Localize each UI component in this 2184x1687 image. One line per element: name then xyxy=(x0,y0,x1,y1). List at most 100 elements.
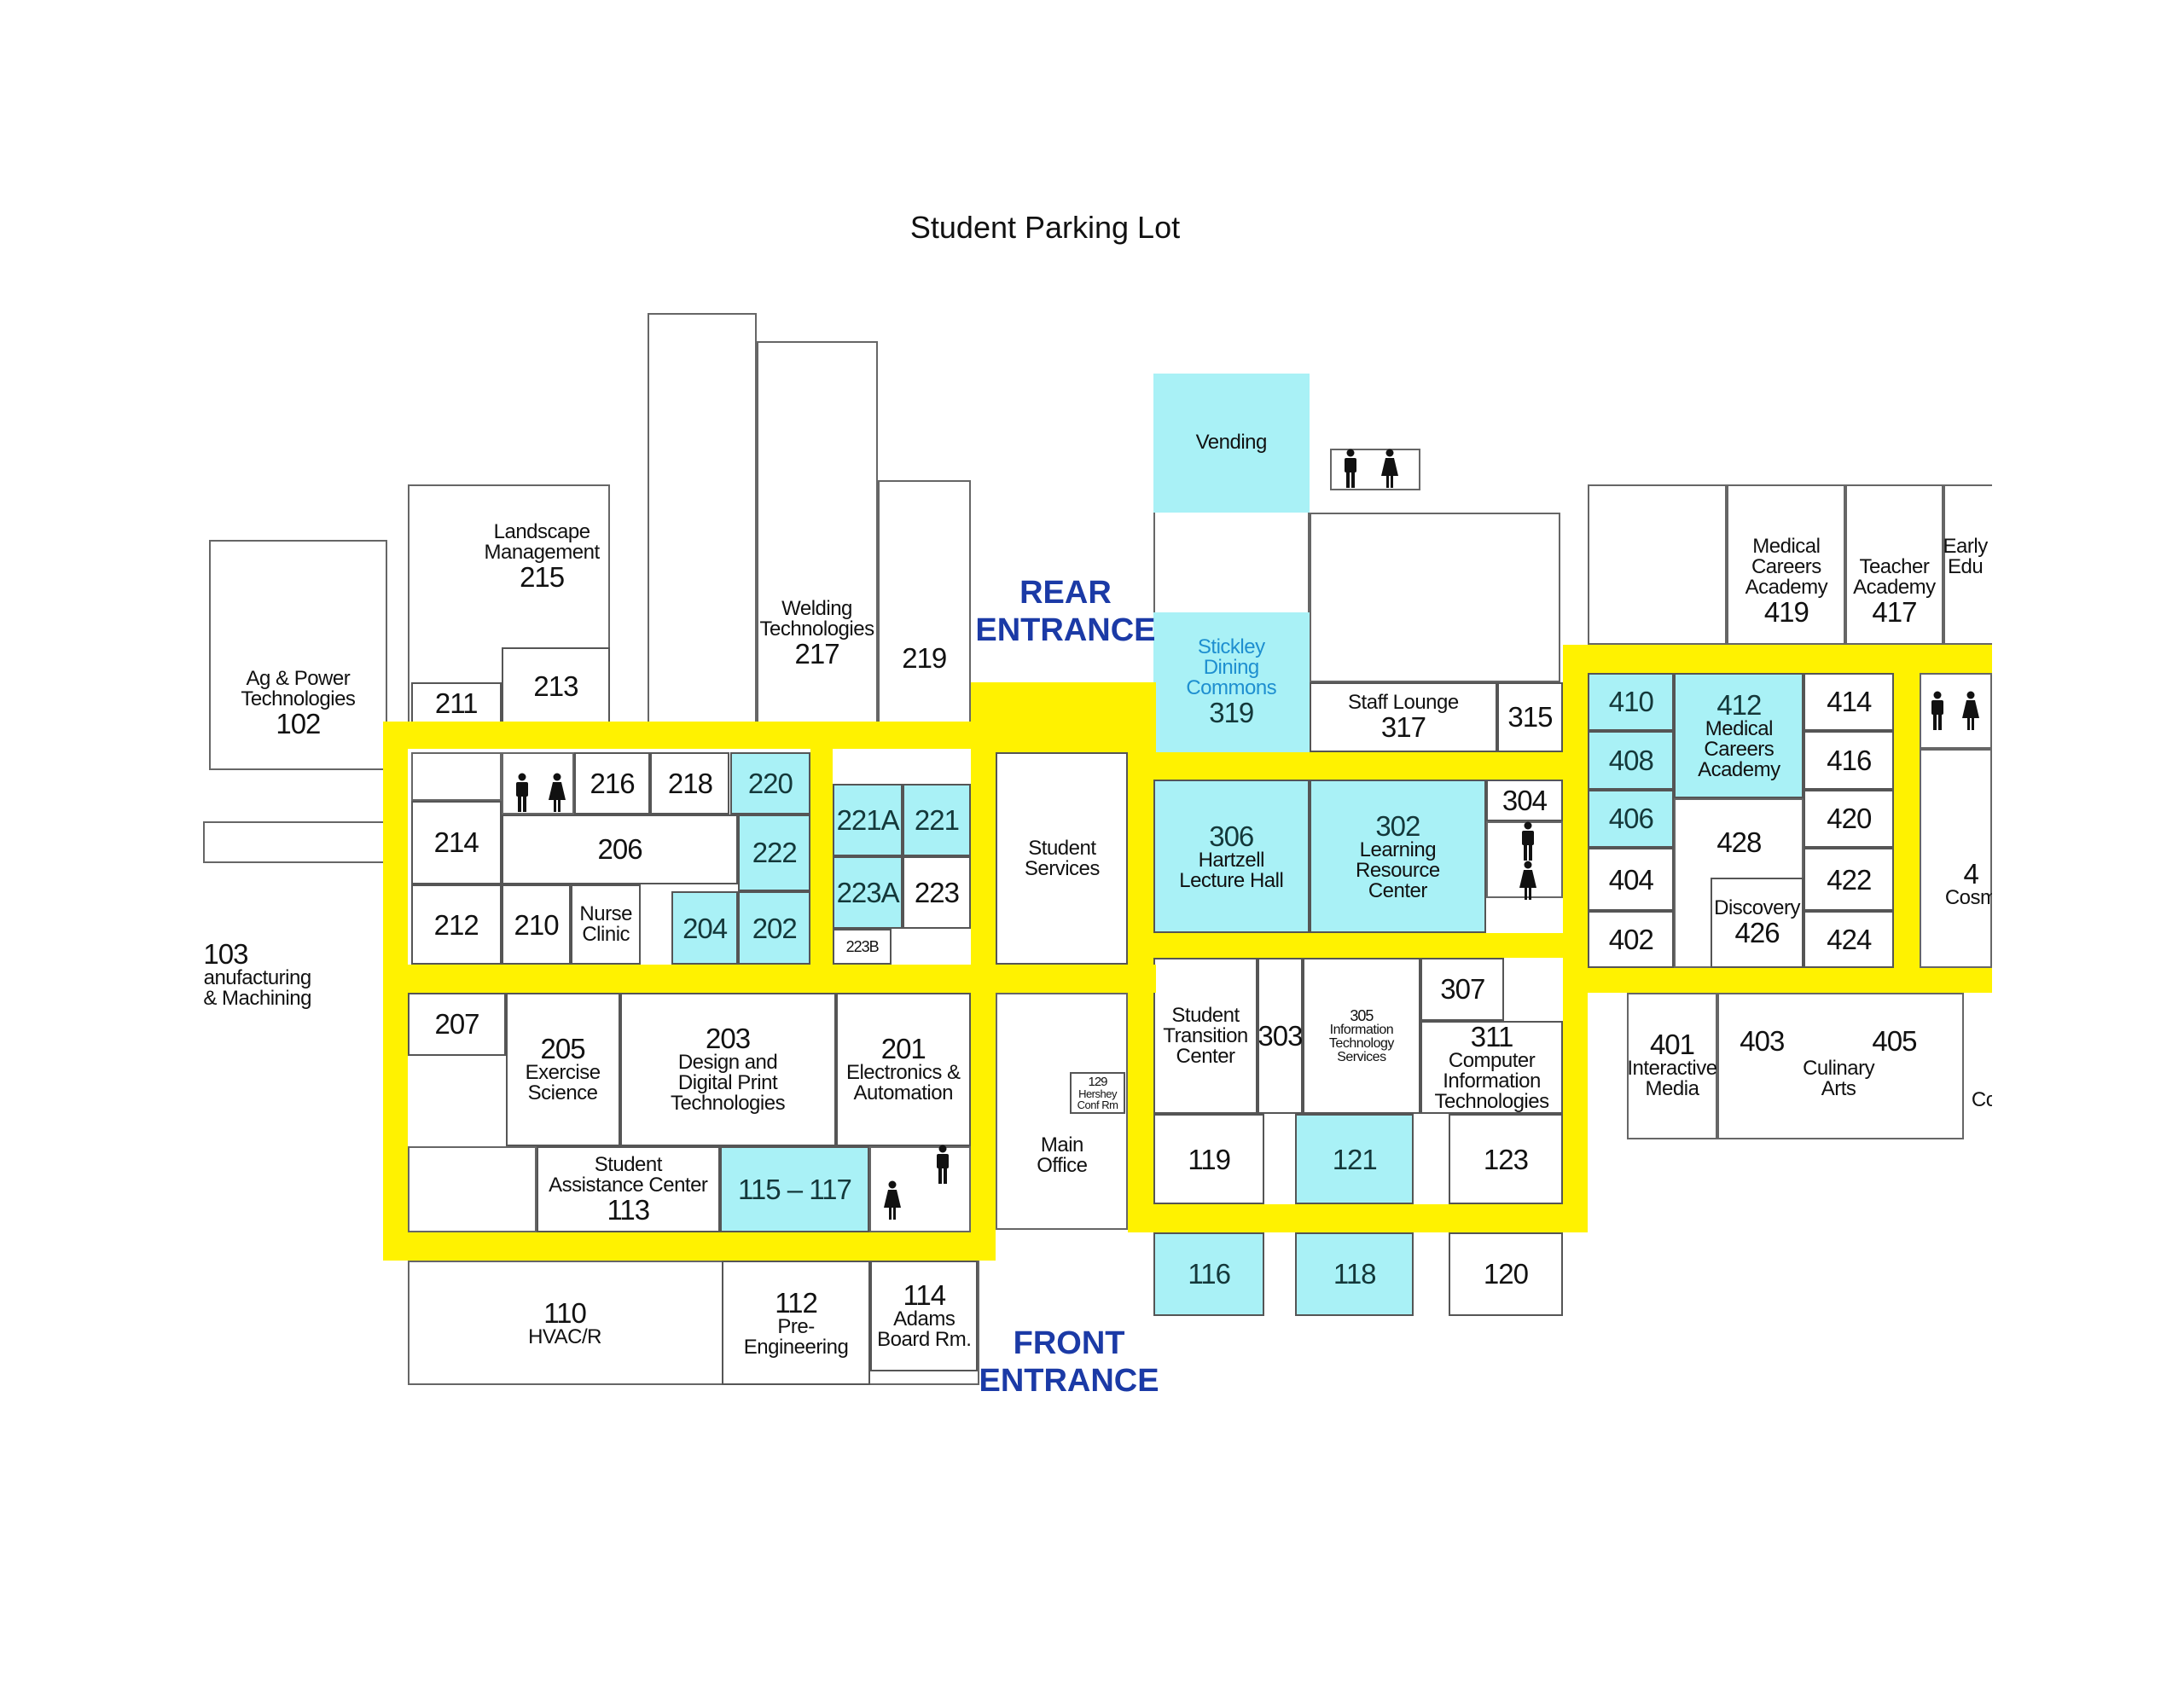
room-number: 102 xyxy=(276,707,321,739)
wall xyxy=(408,1145,537,1232)
room-428: 428 xyxy=(1674,815,1804,870)
route-segment xyxy=(382,721,996,750)
room-223B: 223B xyxy=(833,928,892,965)
room-218: 218 xyxy=(650,751,730,815)
room-number: 220 xyxy=(747,767,793,799)
room-name: anufacturing & Machining xyxy=(203,966,311,1011)
front-entrance-label: FRONT ENTRANCE xyxy=(979,1325,1159,1399)
room-212: 212 xyxy=(410,884,502,965)
room-name: Discovery xyxy=(1714,896,1800,920)
wall xyxy=(1588,484,1728,645)
room-co: Co xyxy=(1966,1079,1992,1121)
room-name: Exercise Science xyxy=(525,1061,601,1105)
room-219: 219 xyxy=(878,634,971,682)
room-name: Learning Resource Center xyxy=(1356,838,1440,902)
room-number: 206 xyxy=(597,833,642,866)
wall xyxy=(203,821,385,864)
men-restroom-icon xyxy=(1521,821,1534,861)
women-restroom-icon xyxy=(548,773,566,813)
room-211: 211 xyxy=(410,682,502,724)
wall xyxy=(1626,993,1718,1139)
room-408: 408 xyxy=(1588,731,1675,790)
room-number: 410 xyxy=(1608,686,1654,718)
room-307: 307 xyxy=(1420,958,1505,1021)
room-221A: 221A xyxy=(833,784,903,857)
route-segment xyxy=(1128,932,1589,959)
room-number: 204 xyxy=(682,912,728,944)
room-number: 213 xyxy=(533,670,578,702)
room-number: 414 xyxy=(1827,686,1872,718)
room-402: 402 xyxy=(1588,910,1675,968)
room-name: Landscape Management xyxy=(484,519,601,564)
room-number: 212 xyxy=(433,908,479,941)
wall xyxy=(408,1260,979,1386)
room-number: 218 xyxy=(667,767,713,799)
room-210: 210 xyxy=(501,884,572,965)
room-404: 404 xyxy=(1588,848,1675,911)
room-416: 416 xyxy=(1804,731,1895,790)
route-segment xyxy=(1562,644,1992,673)
room-121: 121 xyxy=(1295,1114,1414,1205)
room-number: 317 xyxy=(1380,711,1426,744)
room-name: Design and Digital Print Technologies xyxy=(670,1051,786,1116)
room-204: 204 xyxy=(671,890,739,965)
room-early-edu: Early Edu xyxy=(1943,522,1992,592)
room-number: 424 xyxy=(1827,923,1872,955)
room-number: 4 xyxy=(1963,858,1979,890)
route-segment xyxy=(810,721,834,965)
room-223: 223 xyxy=(902,856,971,929)
wall xyxy=(1717,993,1965,1139)
room-name: Culinary Arts xyxy=(1803,1057,1875,1101)
room-number: 404 xyxy=(1608,863,1654,896)
room-name: Electronics & Automation xyxy=(845,1061,961,1105)
room-number: 428 xyxy=(1716,826,1762,859)
room-number: 420 xyxy=(1827,803,1872,835)
room-number: 311 xyxy=(1470,1020,1514,1052)
room-216: 216 xyxy=(573,751,651,815)
wall xyxy=(1727,484,1846,645)
room-number: 401 xyxy=(1649,1029,1695,1061)
wall xyxy=(1845,484,1943,645)
room-414: 414 xyxy=(1804,672,1895,732)
room-name: Ag & Power Technologies xyxy=(241,666,356,710)
room-number: 115 – 117 xyxy=(737,1173,852,1205)
men-restroom-icon xyxy=(1931,691,1943,730)
room-214: 214 xyxy=(410,800,502,884)
room-number: 120 xyxy=(1483,1258,1529,1290)
room-name: Student Assistance Center xyxy=(549,1152,708,1197)
room-number: 303 xyxy=(1258,1020,1303,1052)
route-segment xyxy=(382,1232,996,1261)
room-222: 222 xyxy=(738,815,811,891)
women-restroom-icon xyxy=(1961,691,1979,730)
room-number: 202 xyxy=(752,912,798,944)
room-name: Medical Careers Academy xyxy=(1745,535,1828,600)
room-number: 112 xyxy=(775,1286,818,1319)
room-number: 315 xyxy=(1507,701,1553,733)
wall xyxy=(868,1145,971,1232)
room-number: 129 xyxy=(1088,1075,1108,1090)
room-number: 307 xyxy=(1440,973,1485,1006)
room-student-services: Student Services xyxy=(996,751,1129,965)
room-115–117: 115 – 117 xyxy=(720,1145,869,1232)
room-name: Welding Technologies xyxy=(759,597,874,641)
room-207: 207 xyxy=(408,993,506,1056)
wall xyxy=(996,993,1129,1230)
room-name: Information Technology Services xyxy=(1328,1022,1394,1064)
wall xyxy=(1943,484,1992,645)
room-number: 417 xyxy=(1872,596,1917,629)
room-number: 223 xyxy=(914,877,960,909)
